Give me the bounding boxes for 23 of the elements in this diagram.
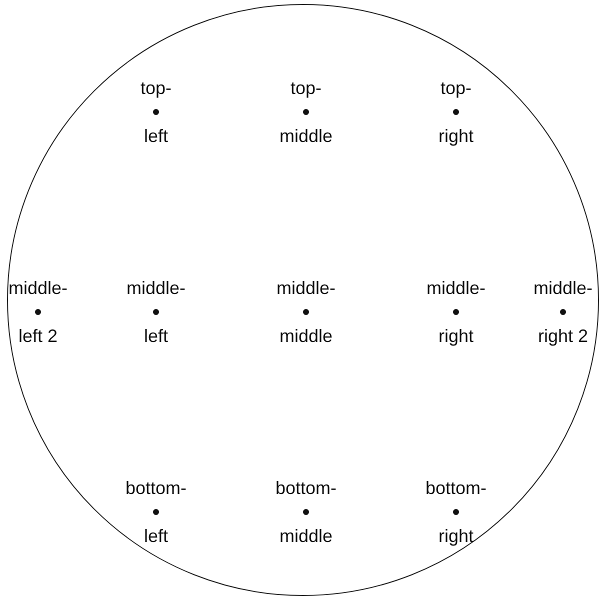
point-label: bottom- xyxy=(425,477,487,499)
point-label: middle- xyxy=(533,277,593,299)
point-label: middle xyxy=(279,125,333,147)
point-label: top- xyxy=(140,77,172,99)
point-label: left 2 xyxy=(18,325,58,347)
point-label: middle- xyxy=(276,277,336,299)
point-label: middle- xyxy=(426,277,486,299)
point-label: left xyxy=(144,525,168,547)
point-label: middle xyxy=(279,325,333,347)
point-label: right xyxy=(438,325,474,347)
point-label: bottom- xyxy=(275,477,337,499)
point-label: middle- xyxy=(8,277,68,299)
point-label: left xyxy=(144,325,168,347)
point-label: left xyxy=(144,125,168,147)
point-label: right xyxy=(438,525,474,547)
point-label: top- xyxy=(440,77,472,99)
point-label: middle- xyxy=(126,277,186,299)
point-label: right xyxy=(438,125,474,147)
point-label: bottom- xyxy=(125,477,187,499)
point-label: middle xyxy=(279,525,333,547)
point-label: top- xyxy=(290,77,322,99)
point-label: right 2 xyxy=(538,325,588,347)
circle-outline xyxy=(7,4,599,596)
